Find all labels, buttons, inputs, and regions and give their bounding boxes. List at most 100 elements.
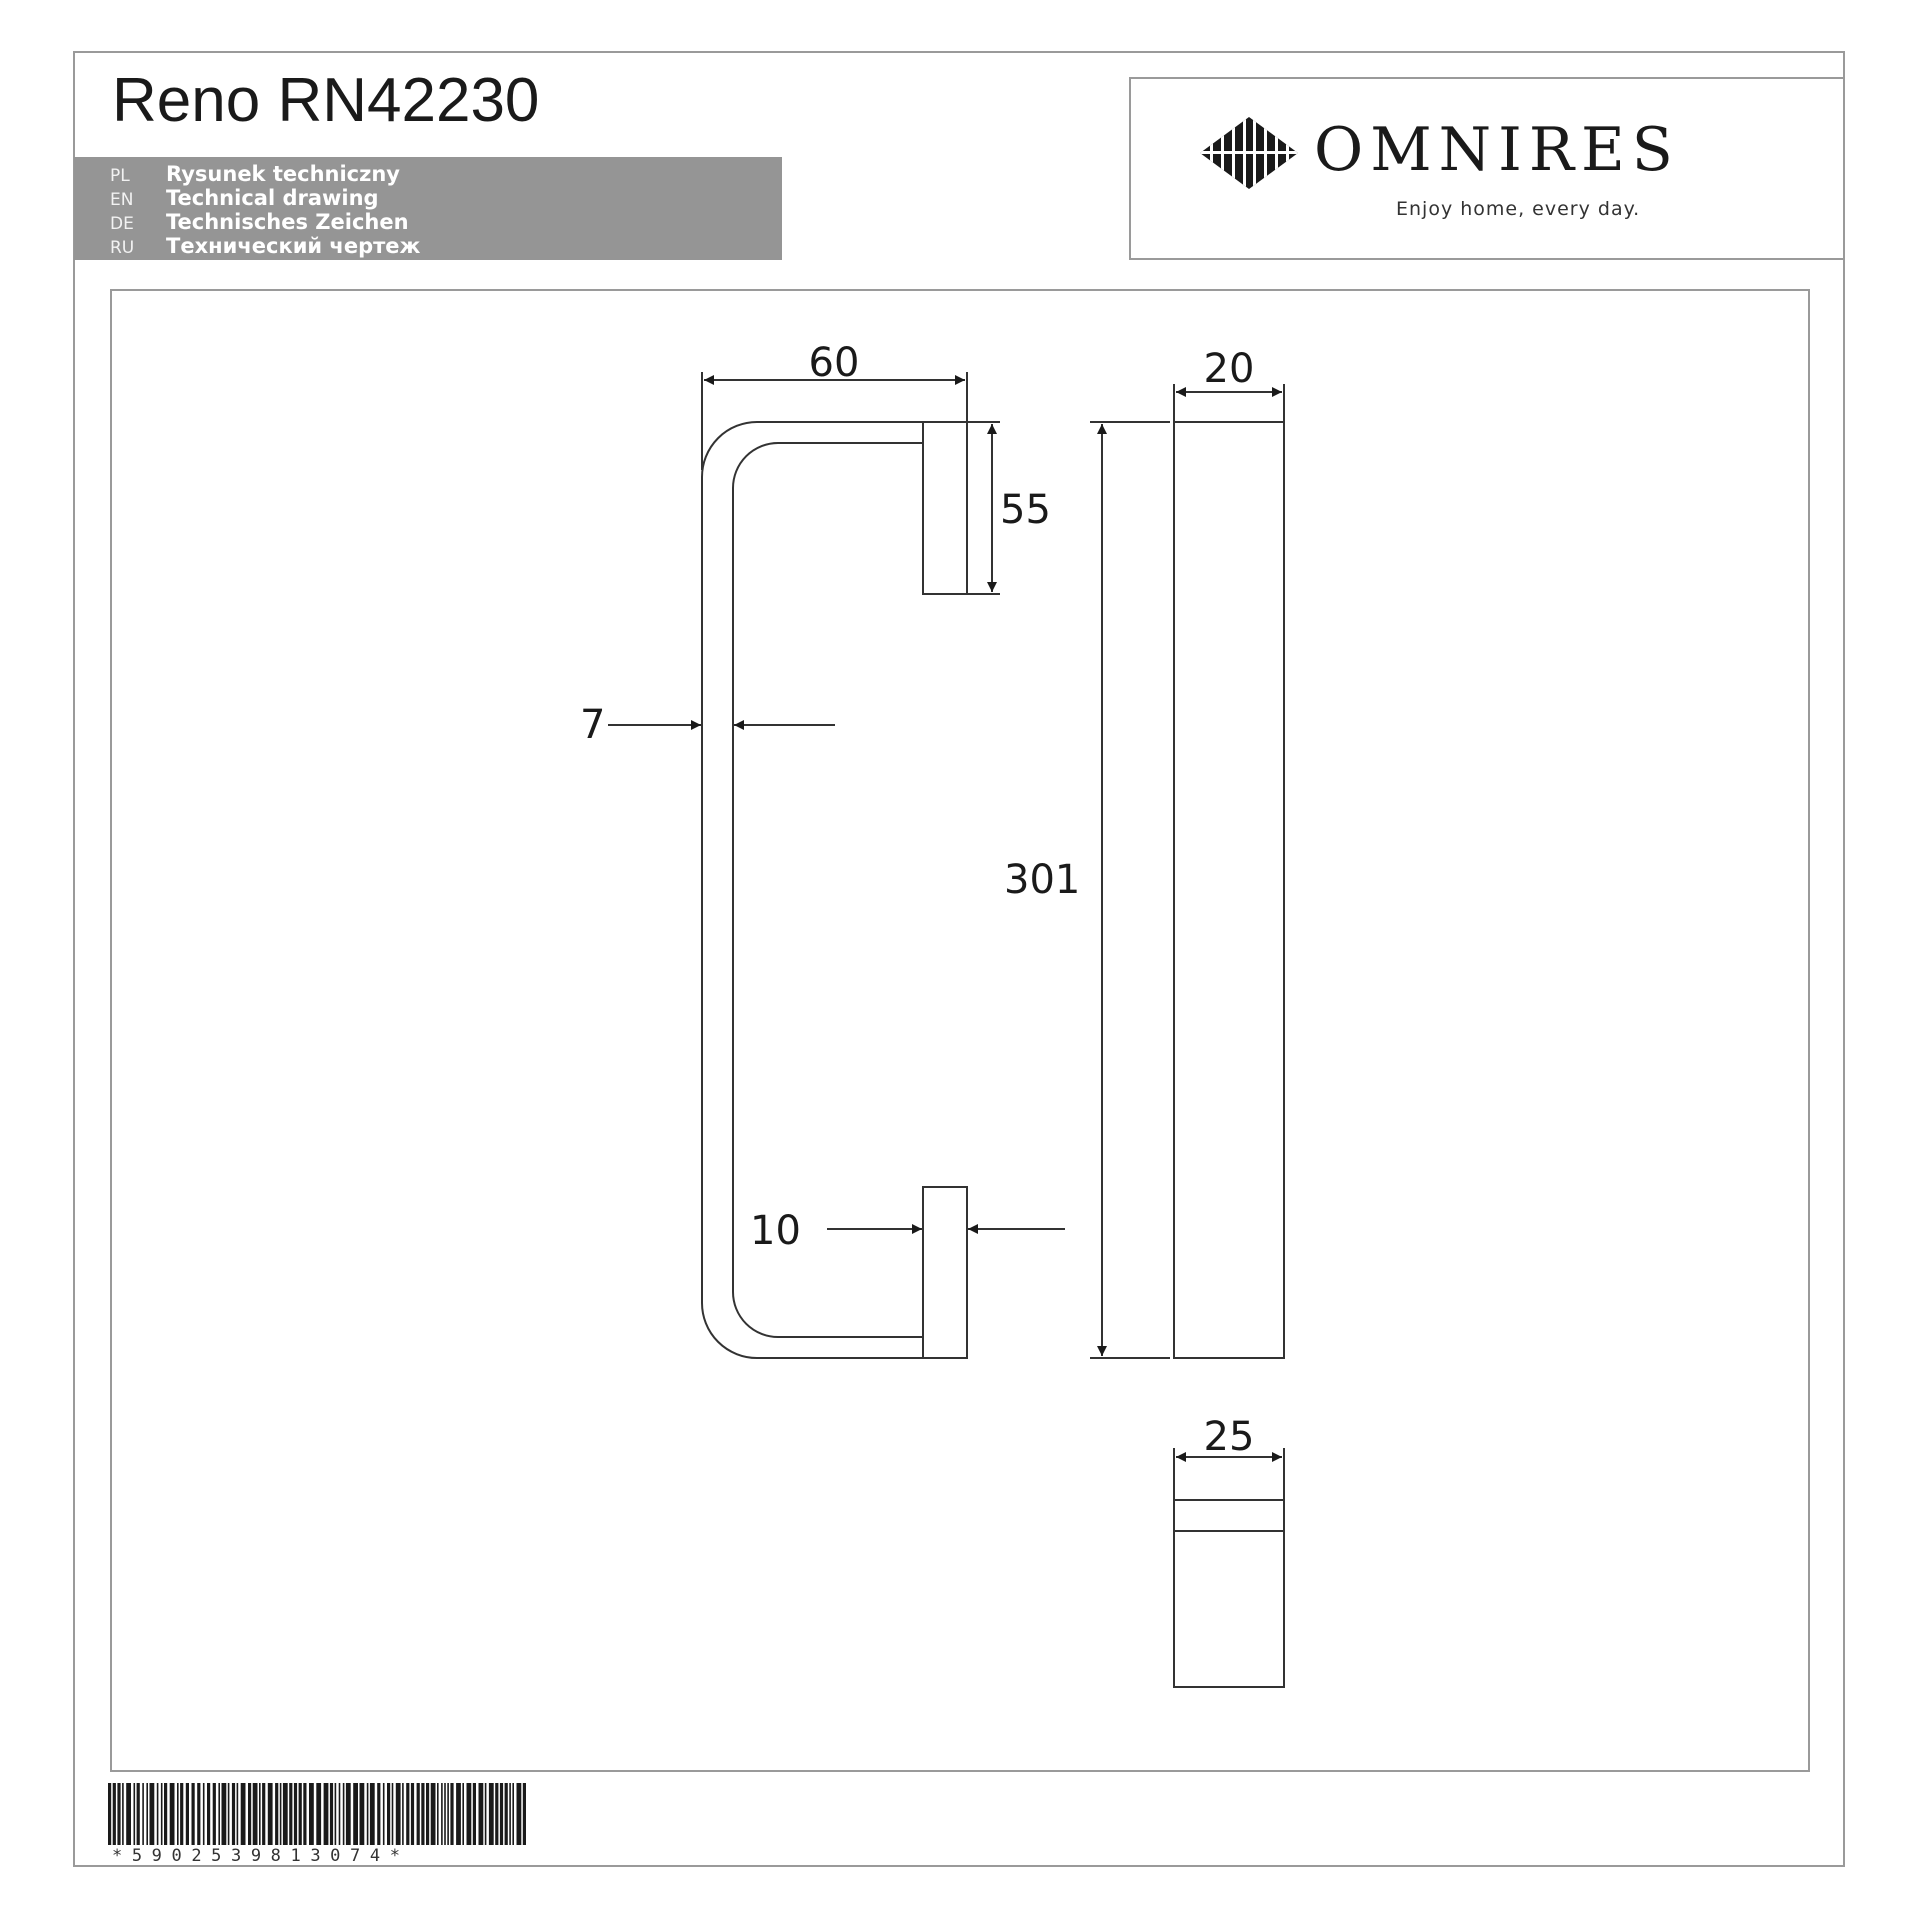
barcode-bar — [472, 1783, 476, 1845]
barcode-bar — [456, 1783, 461, 1845]
logo-box — [1129, 77, 1845, 260]
bottom-view — [1173, 1499, 1285, 1688]
barcode-bar — [136, 1783, 140, 1845]
barcode-bar — [112, 1783, 116, 1845]
barcode-bar — [156, 1783, 159, 1845]
barcode-bar — [275, 1783, 279, 1845]
dim-20-label: 20 — [1204, 346, 1255, 392]
dim-55-label: 55 — [1000, 487, 1051, 533]
dim-301-label: 301 — [1004, 857, 1080, 903]
dim-7-label: 7 — [580, 702, 605, 748]
barcode-bar — [466, 1783, 472, 1845]
barcode-bar — [169, 1783, 175, 1845]
barcode-bar — [338, 1783, 341, 1845]
barcode-bar — [227, 1783, 230, 1845]
barcode-bar — [202, 1783, 205, 1845]
barcode-bar — [478, 1783, 484, 1845]
barcode-bar — [191, 1783, 195, 1845]
lang-label: Технический чертеж — [166, 234, 421, 258]
barcode-bar — [369, 1783, 375, 1845]
barcode-bar — [334, 1783, 337, 1845]
barcode-number: *5902539813074* — [112, 1846, 410, 1866]
lang-row-de: DE Technisches Zeichen — [110, 210, 409, 234]
barcode-bar — [164, 1783, 168, 1845]
barcode-bar — [447, 1783, 449, 1845]
barcode-bar — [353, 1783, 358, 1845]
barcode-bar — [267, 1783, 273, 1845]
drawing-frame — [110, 289, 1810, 1772]
barcode-bar — [126, 1783, 131, 1845]
brand-name: OMNIRES — [1314, 115, 1680, 185]
barcode-bar — [387, 1783, 391, 1845]
barcode-bar — [149, 1783, 155, 1845]
barcode-bar — [406, 1783, 410, 1845]
barcode-bar — [512, 1783, 514, 1845]
barcode-bar — [180, 1783, 184, 1845]
barcode-bar — [108, 1783, 112, 1845]
barcode-bar — [303, 1783, 307, 1845]
diamond-stripes-icon — [1200, 117, 1298, 189]
mount-top — [922, 421, 968, 595]
barcode-bar — [236, 1783, 239, 1845]
page-frame — [73, 51, 1845, 1867]
barcode-bar — [345, 1783, 351, 1845]
barcode-bar — [416, 1783, 420, 1845]
barcode-bar — [391, 1783, 394, 1845]
barcode-bar — [366, 1783, 369, 1845]
barcode-bar — [504, 1783, 508, 1845]
barcode-bar — [293, 1783, 298, 1845]
lang-code: RU — [110, 238, 135, 258]
barcode-bar — [212, 1783, 216, 1845]
barcode-bar — [441, 1783, 443, 1845]
barcode-bar — [488, 1783, 494, 1845]
barcode-bar — [421, 1783, 425, 1845]
barcode-bar — [252, 1783, 258, 1845]
mount-bottom — [922, 1186, 968, 1359]
barcode-bar — [207, 1783, 211, 1845]
barcode-bar — [197, 1783, 201, 1845]
barcode-bar — [282, 1783, 288, 1845]
lang-label: Technisches Zeichen — [166, 210, 409, 234]
lang-code: DE — [110, 214, 134, 234]
barcode-bar — [430, 1783, 436, 1845]
barcode-bar — [289, 1783, 293, 1845]
barcode-bar — [160, 1783, 163, 1845]
barcode-bar — [382, 1783, 385, 1845]
product-title: Reno RN42230 — [112, 66, 540, 135]
barcode-bar — [426, 1783, 430, 1845]
dim-60-label: 60 — [809, 340, 860, 386]
barcode-bar — [377, 1783, 381, 1845]
lang-row-ru: RU Технический чертеж — [110, 234, 420, 258]
barcode-bar — [133, 1783, 136, 1845]
barcode-bar — [437, 1783, 439, 1845]
brand-tagline: Enjoy home, every day. — [1396, 198, 1641, 220]
barcode-bar — [248, 1783, 252, 1845]
barcode-bar — [342, 1783, 345, 1845]
barcode-bar — [221, 1783, 227, 1845]
barcode-bar — [522, 1783, 526, 1845]
dim-10-label: 10 — [750, 1208, 801, 1254]
barcode-bar — [262, 1783, 266, 1845]
barcode-bar — [329, 1783, 334, 1845]
barcode-bar — [279, 1783, 282, 1845]
dim-25-label: 25 — [1204, 1414, 1255, 1460]
barcode-bar — [240, 1783, 246, 1845]
barcode-bar — [462, 1783, 464, 1845]
barcode-bar — [359, 1783, 365, 1845]
barcode-bar — [218, 1783, 220, 1845]
barcode-bar — [410, 1783, 415, 1845]
barcode-bar — [495, 1783, 499, 1845]
barcode-bar — [142, 1783, 144, 1845]
barcode-bar — [316, 1783, 322, 1845]
barcode-bar — [231, 1783, 236, 1845]
handle-inner-outline — [732, 442, 923, 1338]
barcode-bar — [185, 1783, 189, 1845]
barcode-bar — [117, 1783, 121, 1845]
barcode-bar — [402, 1783, 404, 1845]
barcode — [108, 1783, 526, 1845]
barcode-bar — [146, 1783, 148, 1845]
